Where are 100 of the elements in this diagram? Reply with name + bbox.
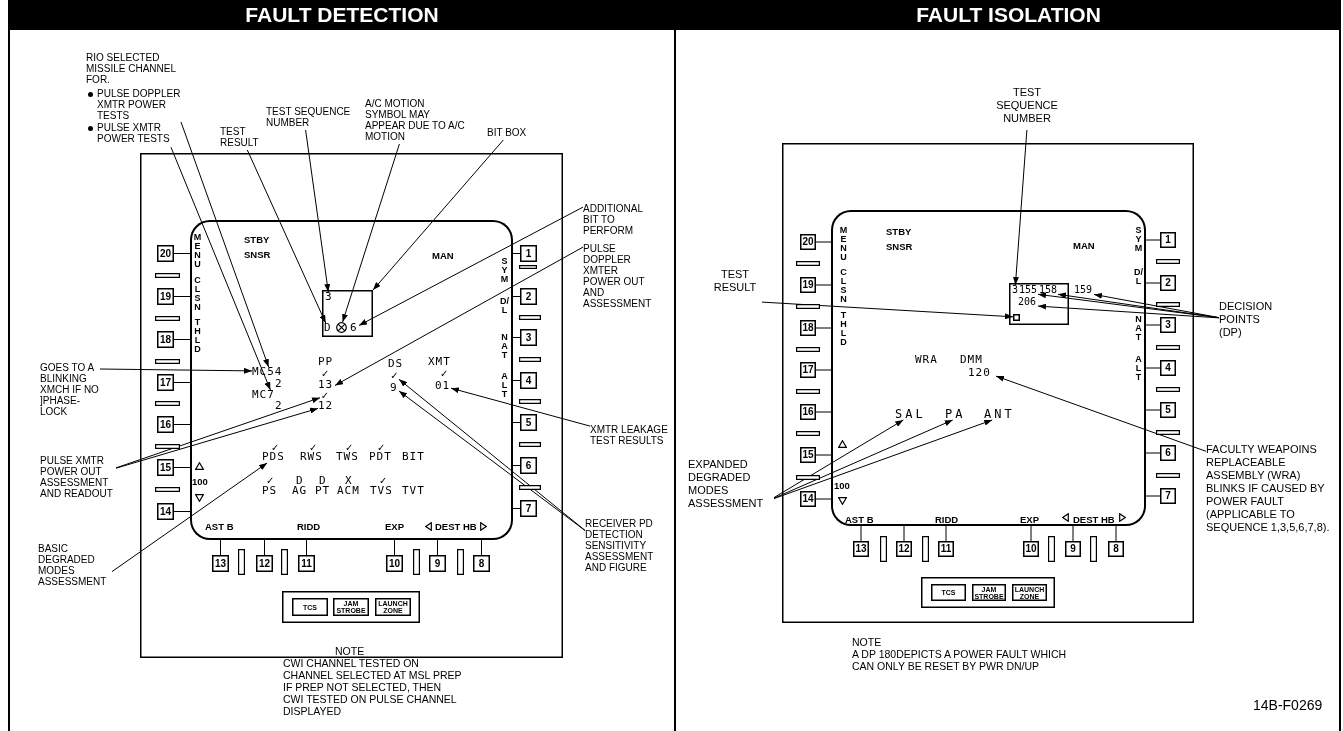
control-panel (282, 591, 420, 623)
display-readout: ACM (337, 486, 360, 496)
connector-line (903, 525, 905, 542)
connector-line (1145, 452, 1161, 454)
softkey-button: 19 (800, 277, 816, 293)
softkey-button: 4 (1160, 360, 1176, 376)
display-readout: 01 (435, 381, 451, 391)
callout-text: GOES TO A BLINKING XMCH IF NO ]PHASE- LOCK (40, 362, 100, 430)
connector-line (1145, 282, 1161, 284)
softkey-button: 17 (157, 374, 174, 391)
display-readout: PT (315, 486, 331, 496)
display-readout: PDT (369, 452, 392, 462)
display-readout: 3 (1012, 285, 1019, 295)
control-panel (921, 577, 1055, 608)
connector-line (173, 467, 191, 468)
softkey-button: 3 (1160, 317, 1176, 333)
display-readout: PDS (262, 452, 292, 463)
connector-line (437, 539, 438, 556)
display-readout: PS (262, 486, 278, 496)
note-text: CWI CHANNEL TESTED ON CHANNEL SELECTED AT MSL PREP IF PREP NOT SELECTED, THEN CWI TESTED ON PULSE CHANNEL DISPLAYED (283, 657, 463, 717)
callout-text: RECEIVER PD DETECTION SENSITIVITY ASSESSMENT AND FIGURE (585, 518, 663, 582)
softkey-button: 7 (520, 500, 537, 517)
softkey-button: 1 (1160, 232, 1176, 248)
display-readout: MC7 (252, 390, 283, 401)
display-readout: 158 (1039, 285, 1058, 295)
connector-line (481, 539, 482, 556)
softkey-button: 5 (1160, 402, 1176, 418)
connector-line (306, 539, 307, 556)
connector-line (1115, 525, 1117, 542)
softkey-button: 15 (800, 447, 816, 463)
softkey-label: 100 (192, 477, 208, 487)
leader-arrow (334, 246, 584, 386)
softkey-button: 20 (157, 245, 174, 262)
softkey-button: 19 (157, 288, 174, 305)
softkey-button: 18 (800, 320, 816, 336)
leader-arrow (99, 367, 253, 374)
softkey-label: DEST HB (1073, 515, 1115, 525)
callout-text: FACULTY WEAPOINS REPLACEABLE ASSEMBLY (WRA) BLINKS IF CAUSED BY POWER FAULT (APPLICABLE TO SEQUENCE 1,3,5,6,7,8). (1206, 443, 1331, 575)
display-readout: D (324, 323, 333, 333)
softkey-label: MENU (193, 233, 202, 269)
connector-line (512, 337, 521, 338)
softkey-button: 9 (429, 555, 446, 572)
leader-arrow (111, 462, 268, 573)
softkey-button: 11 (938, 541, 954, 557)
display-screen (190, 220, 513, 540)
leader-arrow (773, 419, 954, 499)
check-mark: ✓ (379, 476, 388, 485)
connector-line (1145, 324, 1161, 326)
softkey-button: 9 (1065, 541, 1081, 557)
softkey-button: 11 (298, 555, 315, 572)
softkey-button: 8 (473, 555, 490, 572)
display-readout: D (296, 476, 304, 486)
softkey-button: 2 (520, 288, 537, 305)
softkey-button: 8 (1108, 541, 1124, 557)
connector-line (512, 253, 521, 254)
display-bezel (782, 143, 1194, 623)
softkey-label: AST B (205, 522, 234, 532)
softkey-button: 14 (800, 491, 816, 507)
softkey-label: EXP (385, 522, 404, 532)
callout-text: A/C MOTION SYMBOL MAY APPEAR DUE TO A/C MOTION (365, 98, 465, 144)
display-readout: MC54 (252, 367, 290, 378)
note-text: NOTE (852, 636, 882, 648)
display-readout: AG (292, 486, 308, 496)
callout-text: PULSE XMTR POWER OUT ASSESSMENT AND READOUT (40, 455, 116, 512)
callout-text: BASIC DEGRADED MODES ASSESSMENT (38, 543, 112, 589)
softkey-label: STBY SNSR (244, 233, 272, 262)
softkey-button: 17 (800, 362, 816, 378)
connector-line (173, 339, 191, 340)
figure-number: 14B-F0269 (1253, 697, 1323, 713)
connector-line (1072, 525, 1074, 542)
display-readout: 2 (275, 401, 283, 411)
softkey-label: ALT (500, 372, 509, 399)
leader-arrow (358, 206, 584, 326)
display-readout: RWS (300, 452, 323, 462)
softkey-label: DEST HB (435, 522, 477, 532)
softkey-label: THLD (839, 311, 848, 347)
display-readout: TVS (370, 486, 393, 496)
connector-line (512, 465, 521, 466)
display-bezel (140, 153, 563, 658)
leader-arrow (450, 387, 591, 427)
leader-arrow (761, 301, 1014, 320)
callout-text: PULSE XMTR POWER TESTS (97, 122, 171, 156)
softkey-label: ALT (1134, 355, 1143, 382)
connector-line (512, 508, 521, 509)
display-readout: DMM (960, 355, 983, 365)
softkey-label: SYM (500, 257, 509, 284)
callout-text: XMTR LEAKAGE TEST RESULTS (590, 424, 668, 458)
check-mark: ✓ (440, 369, 449, 378)
connector-line (173, 511, 191, 512)
softkey-button: 4 (520, 372, 537, 389)
display-readout: XMT (428, 357, 451, 367)
leader-arrow (180, 121, 270, 368)
softkey-label: 100 (834, 481, 850, 491)
leader-arrow (170, 146, 271, 391)
softkey-button: 14 (157, 503, 174, 520)
display-readout: DS (388, 359, 404, 369)
display-readout: 206 (1018, 297, 1038, 307)
softkey-button: 3 (520, 329, 537, 346)
softkey-label: MAN (432, 251, 454, 261)
softkey-label: THLD (193, 318, 202, 354)
